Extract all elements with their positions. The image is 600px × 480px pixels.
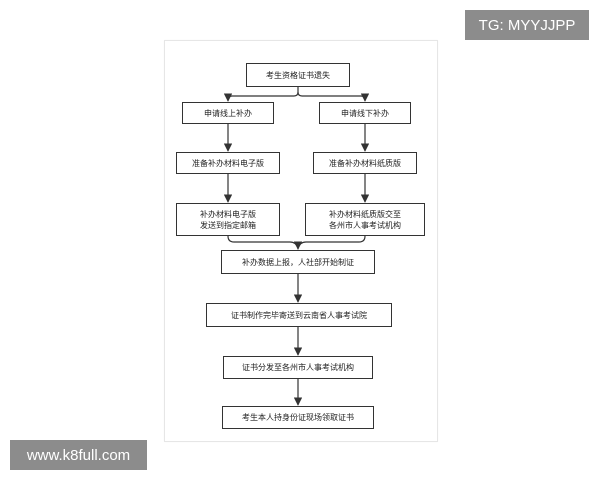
watermark-bottom-left: www.k8full.com xyxy=(10,440,147,470)
connector-start-branch xyxy=(227,87,299,101)
node-collect: 考生本人持身份证现场领取证书 xyxy=(222,406,374,429)
node-apply-offline: 申请线下补办 xyxy=(319,102,411,124)
node-distribute: 证书分发至各州市人事考试机构 xyxy=(223,356,373,379)
node-send-email: 补办材料电子版 发送到指定邮箱 xyxy=(176,203,280,236)
connector-merge-brace xyxy=(227,235,366,250)
node-certificate-made: 证书制作完毕寄送到云南省人事考试院 xyxy=(206,303,392,327)
node-data-report: 补办数据上报，人社部开始制证 xyxy=(221,250,375,274)
watermark-top-right: TG: MYYJJPP xyxy=(465,10,589,40)
node-prepare-electronic: 准备补办材料电子版 xyxy=(176,152,280,174)
connector-start-branch-right xyxy=(297,91,366,101)
node-prepare-paper: 准备补办材料纸质版 xyxy=(313,152,417,174)
node-submit-paper: 补办材料纸质版交至 各州市人事考试机构 xyxy=(305,203,425,236)
node-certificate-lost: 考生资格证书遗失 xyxy=(246,63,350,87)
node-apply-online: 申请线上补办 xyxy=(182,102,274,124)
